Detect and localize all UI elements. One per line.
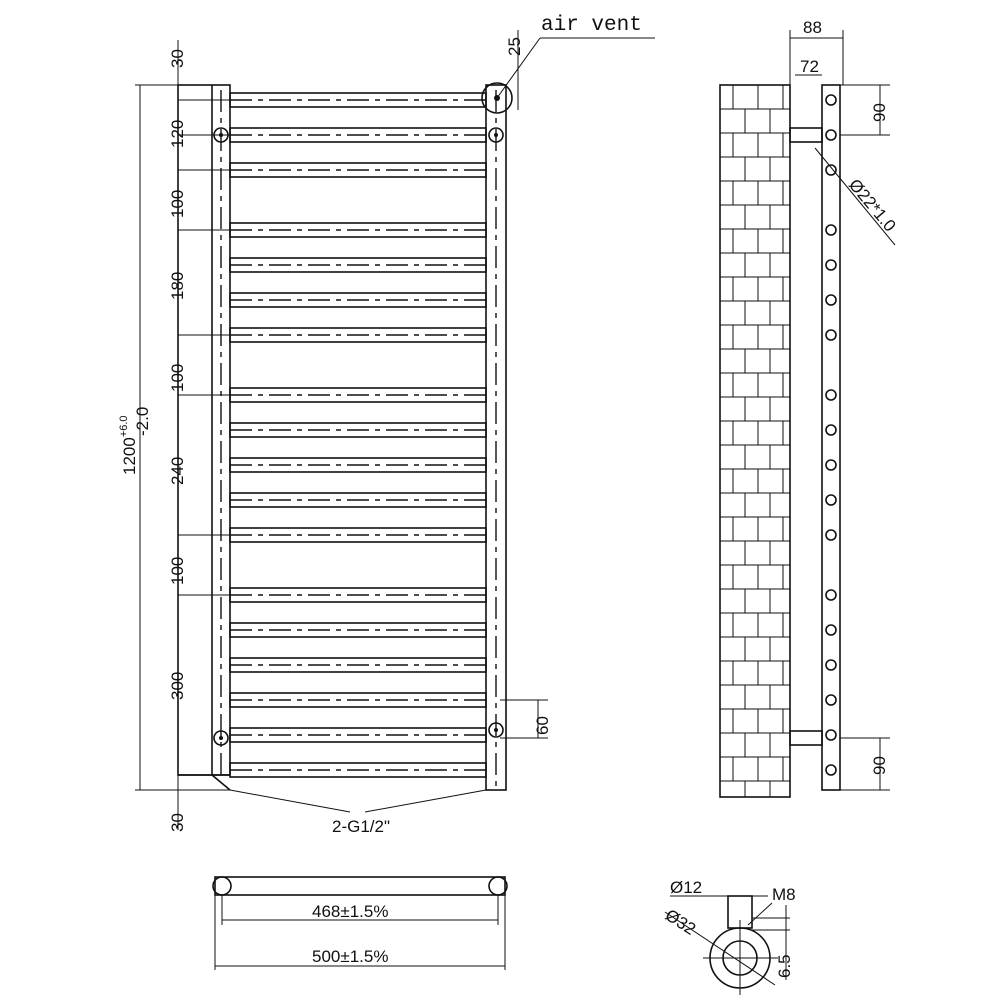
bracket-m8: M8: [772, 885, 796, 904]
towel-bars: [229, 92, 487, 778]
bar-section: [825, 389, 837, 401]
outer-width-dim: 500±1.5%: [312, 947, 388, 966]
tol-minus: -2.0: [133, 407, 152, 436]
inner-width-dim: 468±1.5%: [312, 902, 388, 921]
dim-30-bottom: 30: [168, 813, 187, 832]
dim-60: 60: [533, 716, 552, 735]
front-view: air vent 25 60 2-G1/2" 1200+6.0 -2.0 30 …: [118, 14, 655, 836]
dim-300: 300: [168, 672, 187, 700]
bar-section: [825, 529, 837, 541]
dim-100-b: 100: [168, 364, 187, 392]
bar-section: [825, 624, 837, 636]
brick-wall: [719, 84, 791, 798]
bar-section: [825, 764, 837, 776]
dim-120: 120: [168, 120, 187, 148]
depth-72: 72: [800, 57, 819, 76]
bar-section: [825, 294, 837, 306]
depth-88: 88: [803, 18, 822, 37]
bar-section: [825, 589, 837, 601]
bar-section: [825, 659, 837, 671]
connection-label: 2-G1/2": [332, 817, 390, 836]
air-vent-label: air vent: [541, 14, 642, 37]
bar-section: [825, 329, 837, 341]
bar-section: [825, 224, 837, 236]
bar-section: [825, 459, 837, 471]
bar-section: [825, 259, 837, 271]
dim-100-c: 100: [168, 557, 187, 585]
pipe-diameter: Ø22*1.0: [845, 175, 900, 235]
dim-25: 25: [505, 37, 524, 56]
dimension-ticks: [178, 84, 230, 791]
brick-pattern: [720, 84, 790, 797]
total-height-value: 1200: [120, 437, 139, 475]
air-vent-icon: [481, 82, 513, 114]
side-pipe: [821, 84, 841, 791]
bar-section: [825, 694, 837, 706]
total-height-dim: 1200+6.0: [118, 415, 139, 475]
dim-30-top: 30: [168, 49, 187, 68]
bracket-12: Ø12: [670, 878, 702, 897]
bar-section: [825, 729, 837, 741]
bar-section: [825, 424, 837, 436]
bar-section: [825, 494, 837, 506]
left-header-pipe: [177, 84, 231, 776]
bar-section: [825, 94, 837, 106]
bar-section: [825, 129, 837, 141]
bracket-32: Ø32: [662, 905, 699, 938]
bar-section: [825, 164, 837, 176]
bracket-detail: Ø12 Ø32 M8 6.5: [662, 878, 796, 995]
bar-sections: [825, 94, 837, 776]
dim-180: 180: [168, 272, 187, 300]
bracket-65: 6.5: [775, 954, 794, 978]
dim-240: 240: [168, 457, 187, 485]
top-view: 468±1.5% 500±1.5%: [212, 876, 508, 970]
dim-100-a: 100: [168, 190, 187, 218]
side-90-top: 90: [870, 103, 889, 122]
side-view: 88 72 90 90 Ø22*1.0: [719, 18, 900, 798]
side-90-bottom: 90: [870, 756, 889, 775]
tol-plus: +6.0: [118, 415, 130, 437]
